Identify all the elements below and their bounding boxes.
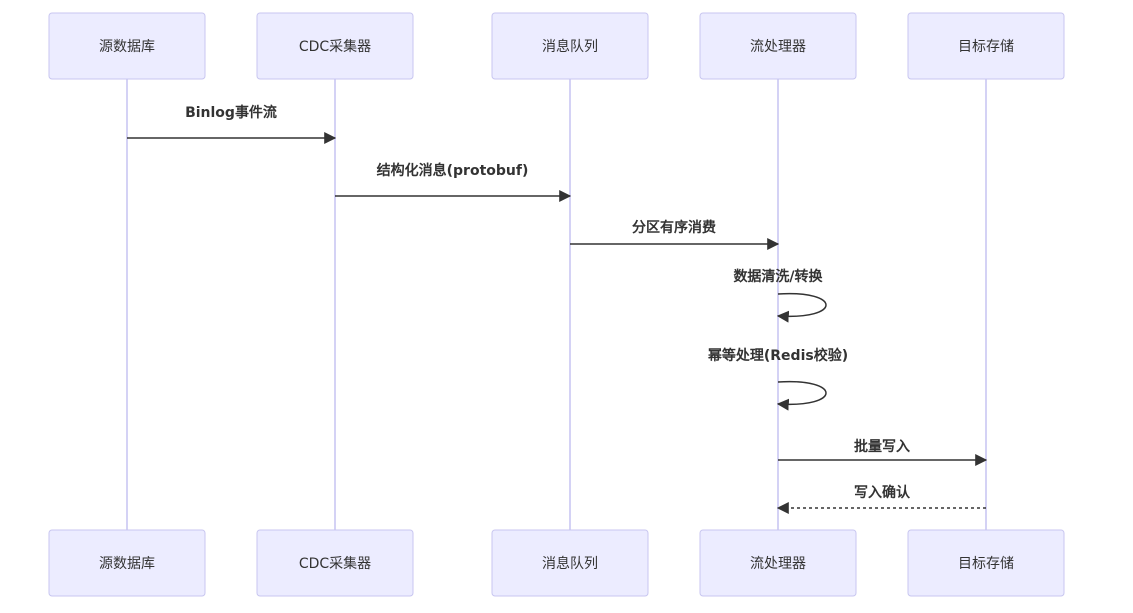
participant-box: [699, 12, 857, 80]
participant-mq-top: 消息队列: [491, 12, 649, 80]
participant-label: 目标存储: [958, 556, 1014, 572]
participant-box: [907, 529, 1065, 597]
participant-src-top: 源数据库: [48, 12, 206, 80]
participant-proc-bottom: 流处理器: [699, 529, 857, 597]
message-3: 分区有序消费: [570, 219, 780, 250]
participant-dst-bottom: 目标存储: [907, 529, 1065, 597]
message-label: 批量写入: [854, 438, 910, 455]
participant-label: 源数据库: [99, 556, 155, 572]
message-7: 写入确认: [776, 484, 986, 514]
participant-label: 消息队列: [542, 555, 598, 572]
participants-top: 源数据库 CDC采集器 消息队列 流处理器 目标存储: [48, 12, 1065, 80]
participant-box: [256, 12, 414, 80]
participant-box: [256, 529, 414, 597]
message-label: 幂等处理(Redis校验): [707, 347, 848, 364]
participant-box: [491, 529, 649, 597]
participant-label: CDC采集器: [299, 38, 371, 55]
participant-box: [48, 529, 206, 597]
participant-box: [907, 12, 1065, 80]
lifelines: [126, 79, 987, 530]
participant-dst-top: 目标存储: [907, 12, 1065, 80]
participant-box: [491, 12, 649, 80]
message-label: Binlog事件流: [185, 104, 277, 121]
participant-src-bottom: 源数据库: [48, 529, 206, 597]
message-label: 分区有序消费: [632, 219, 716, 236]
participants-bottom: 源数据库 CDC采集器 消息队列 流处理器 目标存储: [48, 529, 1065, 597]
message-2: 结构化消息(protobuf): [335, 162, 572, 202]
self-message-arrow: [776, 380, 827, 411]
message-6: 批量写入: [778, 438, 988, 466]
message-label: 结构化消息(protobuf): [377, 162, 529, 179]
participant-mq-bottom: 消息队列: [491, 529, 649, 597]
message-1: Binlog事件流: [127, 104, 337, 144]
participant-label: 源数据库: [99, 39, 155, 55]
participant-proc-top: 流处理器: [699, 12, 857, 80]
participant-box: [699, 529, 857, 597]
message-5: 幂等处理(Redis校验): [707, 347, 848, 411]
participant-cdc-top: CDC采集器: [256, 12, 414, 80]
participant-cdc-bottom: CDC采集器: [256, 529, 414, 597]
message-label: 写入确认: [854, 484, 911, 501]
participant-label: CDC采集器: [299, 555, 371, 572]
participant-label: 流处理器: [750, 39, 806, 55]
message-4: 数据清洗/转换: [733, 268, 827, 323]
participant-label: 消息队列: [542, 38, 598, 55]
participant-label: 流处理器: [750, 556, 806, 572]
self-message-arrow: [776, 292, 827, 323]
participant-label: 目标存储: [958, 39, 1014, 55]
participant-box: [48, 12, 206, 80]
message-label: 数据清洗/转换: [733, 268, 823, 285]
